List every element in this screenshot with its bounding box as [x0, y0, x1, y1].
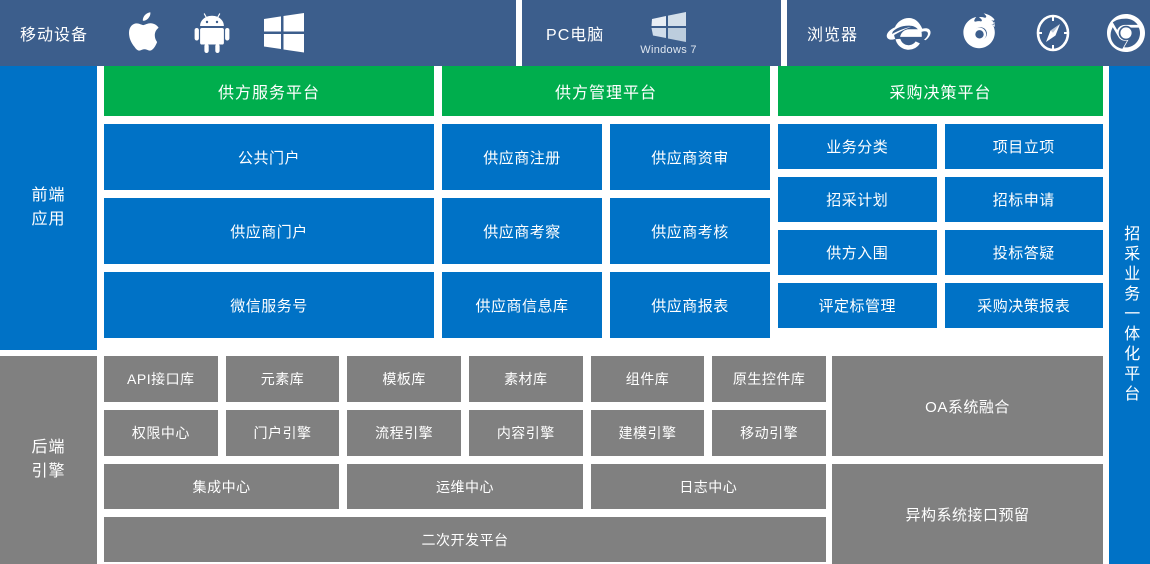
procurement-decision-tile-grid: 业务分类 项目立项 招采计划 招标申请 供方入围 投标答疑 评定标管理 采购决策…	[778, 124, 1103, 328]
backend-center-row: 集成中心 运维中心 日志中心	[104, 464, 826, 509]
tile-api-library[interactable]: API接口库	[104, 356, 218, 402]
tile-content-engine[interactable]: 内容引擎	[468, 410, 583, 456]
backend-side-label-line2: 引擎	[31, 463, 66, 480]
windows-phone-icon	[264, 13, 305, 53]
backend-engine-row: 权限中心 门户引擎 流程引擎 内容引擎 建模引擎 移动引擎	[104, 410, 826, 456]
browser-icon-group	[886, 9, 1150, 57]
tile-template-library[interactable]: 模板库	[347, 356, 461, 402]
backend-engine-band: 后端 引擎 API接口库 元素库 模板库 素材库 组件库 原生控件库 权限中心 …	[0, 356, 1150, 564]
frontend-column-supplier-service: 供方服务平台 公共门户 供应商门户 微信服务号	[104, 66, 434, 350]
frontend-column-procurement-decision: 采购决策平台 业务分类 项目立项 招采计划 招标申请 供方入围 投标答疑 评定标…	[778, 66, 1103, 350]
frontend-side-label-text: 前端 应用	[31, 184, 65, 232]
tile-supplier-report[interactable]: 供应商报表	[610, 272, 770, 338]
tile-operations-center[interactable]: 运维中心	[347, 464, 583, 509]
tile-supplier-assessment[interactable]: 供应商考核	[610, 198, 770, 264]
tile-business-classification[interactable]: 业务分类	[778, 124, 937, 169]
platform-vertical-banner-text: 招采业务一体化平台	[1121, 225, 1139, 405]
safari-icon	[1036, 14, 1070, 52]
mobile-os-icon-group	[124, 10, 306, 56]
tile-evaluation-management[interactable]: 评定标管理	[778, 283, 937, 328]
backend-library-row: API接口库 元素库 模板库 素材库 组件库 原生控件库	[104, 356, 826, 402]
tile-supplier-registration[interactable]: 供应商注册	[442, 124, 602, 190]
topbar-divider-2	[781, 0, 787, 66]
pc-os-icon-group: Windows 7	[640, 11, 697, 56]
topbar-divider-1	[516, 0, 523, 66]
topbar-segment-pc: PC电脑 Windows 7	[522, 0, 782, 66]
frontend-side-label-line1: 前端	[31, 187, 66, 204]
tile-bid-qa[interactable]: 投标答疑	[944, 230, 1103, 275]
tile-tender-application[interactable]: 招标申请	[944, 177, 1103, 222]
backend-side-label: 后端 引擎	[0, 356, 97, 564]
tile-native-control-library[interactable]: 原生控件库	[712, 356, 826, 402]
frontend-column-supplier-management: 供方管理平台 供应商注册 供应商资审 供应商考察 供应商考核 供应商信息库 供应…	[442, 66, 770, 350]
tile-supplier-shortlist[interactable]: 供方入围	[778, 230, 937, 275]
tile-procurement-decision-report[interactable]: 采购决策报表	[944, 283, 1103, 328]
windows7-caption: Windows 7	[640, 43, 697, 56]
tile-integration-center[interactable]: 集成中心	[104, 464, 340, 509]
android-icon	[194, 13, 230, 53]
windows7-icon	[651, 11, 686, 42]
tile-permission-center[interactable]: 权限中心	[104, 410, 218, 456]
tile-oa-system-integration[interactable]: OA系统融合	[832, 356, 1103, 456]
tile-mobile-engine[interactable]: 移动引擎	[712, 410, 826, 456]
topbar-segment-mobile: 移动设备	[0, 0, 517, 66]
tile-project-initiation[interactable]: 项目立项	[944, 124, 1103, 169]
backend-secondary-development-row: 二次开发平台	[104, 517, 826, 562]
tile-portal-engine[interactable]: 门户引擎	[225, 410, 340, 456]
topbar-label-pc: PC电脑	[546, 27, 605, 44]
backend-side-label-text: 后端 引擎	[31, 436, 65, 484]
tile-supplier-inspection[interactable]: 供应商考察	[442, 198, 602, 264]
platform-header-supplier-management[interactable]: 供方管理平台	[442, 66, 770, 116]
tile-modeling-engine[interactable]: 建模引擎	[590, 410, 705, 456]
topbar-label-mobile: 移动设备	[20, 27, 89, 44]
topbar-label-browser: 浏览器	[807, 27, 859, 44]
tile-element-library[interactable]: 元素库	[225, 356, 340, 402]
platform-header-procurement-decision[interactable]: 采购决策平台	[778, 66, 1103, 116]
tile-procurement-plan[interactable]: 招采计划	[778, 177, 937, 222]
tile-supplier-portal[interactable]: 供应商门户	[104, 198, 434, 264]
tile-supplier-information-repository[interactable]: 供应商信息库	[442, 272, 602, 338]
tile-log-center[interactable]: 日志中心	[590, 464, 826, 509]
internet-explorer-icon	[886, 18, 931, 50]
backend-integration-column: OA系统融合 异构系统接口预留	[832, 356, 1103, 564]
frontend-application-band: 前端 应用 供方服务平台 公共门户 供应商门户 微信服务号 供方管理平台 供应商…	[0, 66, 1150, 350]
frontend-side-label: 前端 应用	[0, 66, 97, 350]
tile-component-library[interactable]: 组件库	[590, 356, 705, 402]
backend-main-grid: API接口库 元素库 模板库 素材库 组件库 原生控件库 权限中心 门户引擎 流…	[104, 356, 826, 564]
topbar-segment-browser: 浏览器	[787, 0, 1150, 66]
platform-header-supplier-service[interactable]: 供方服务平台	[104, 66, 434, 116]
backend-side-label-line1: 后端	[31, 439, 66, 456]
chrome-icon	[1107, 14, 1146, 52]
apple-icon	[129, 12, 159, 51]
firefox-icon	[963, 13, 995, 49]
frontend-columns: 供方服务平台 公共门户 供应商门户 微信服务号 供方管理平台 供应商注册 供应商…	[104, 66, 1103, 350]
frontend-side-label-line2: 应用	[31, 211, 66, 228]
tile-public-portal[interactable]: 公共门户	[104, 124, 434, 190]
tile-process-engine[interactable]: 流程引擎	[347, 410, 461, 456]
tile-wechat-service-account[interactable]: 微信服务号	[104, 272, 434, 338]
platform-vertical-banner: 招采业务一体化平台	[1109, 66, 1150, 564]
platform-topbar: 移动设备	[0, 0, 1150, 66]
tile-secondary-development-platform[interactable]: 二次开发平台	[104, 517, 826, 562]
supplier-management-tile-grid: 供应商注册 供应商资审 供应商考察 供应商考核 供应商信息库 供应商报表	[442, 124, 770, 338]
tile-material-library[interactable]: 素材库	[468, 356, 583, 402]
tile-heterogeneous-system-interface-reserve[interactable]: 异构系统接口预留	[832, 464, 1103, 564]
tile-supplier-qualification-review[interactable]: 供应商资审	[610, 124, 770, 190]
